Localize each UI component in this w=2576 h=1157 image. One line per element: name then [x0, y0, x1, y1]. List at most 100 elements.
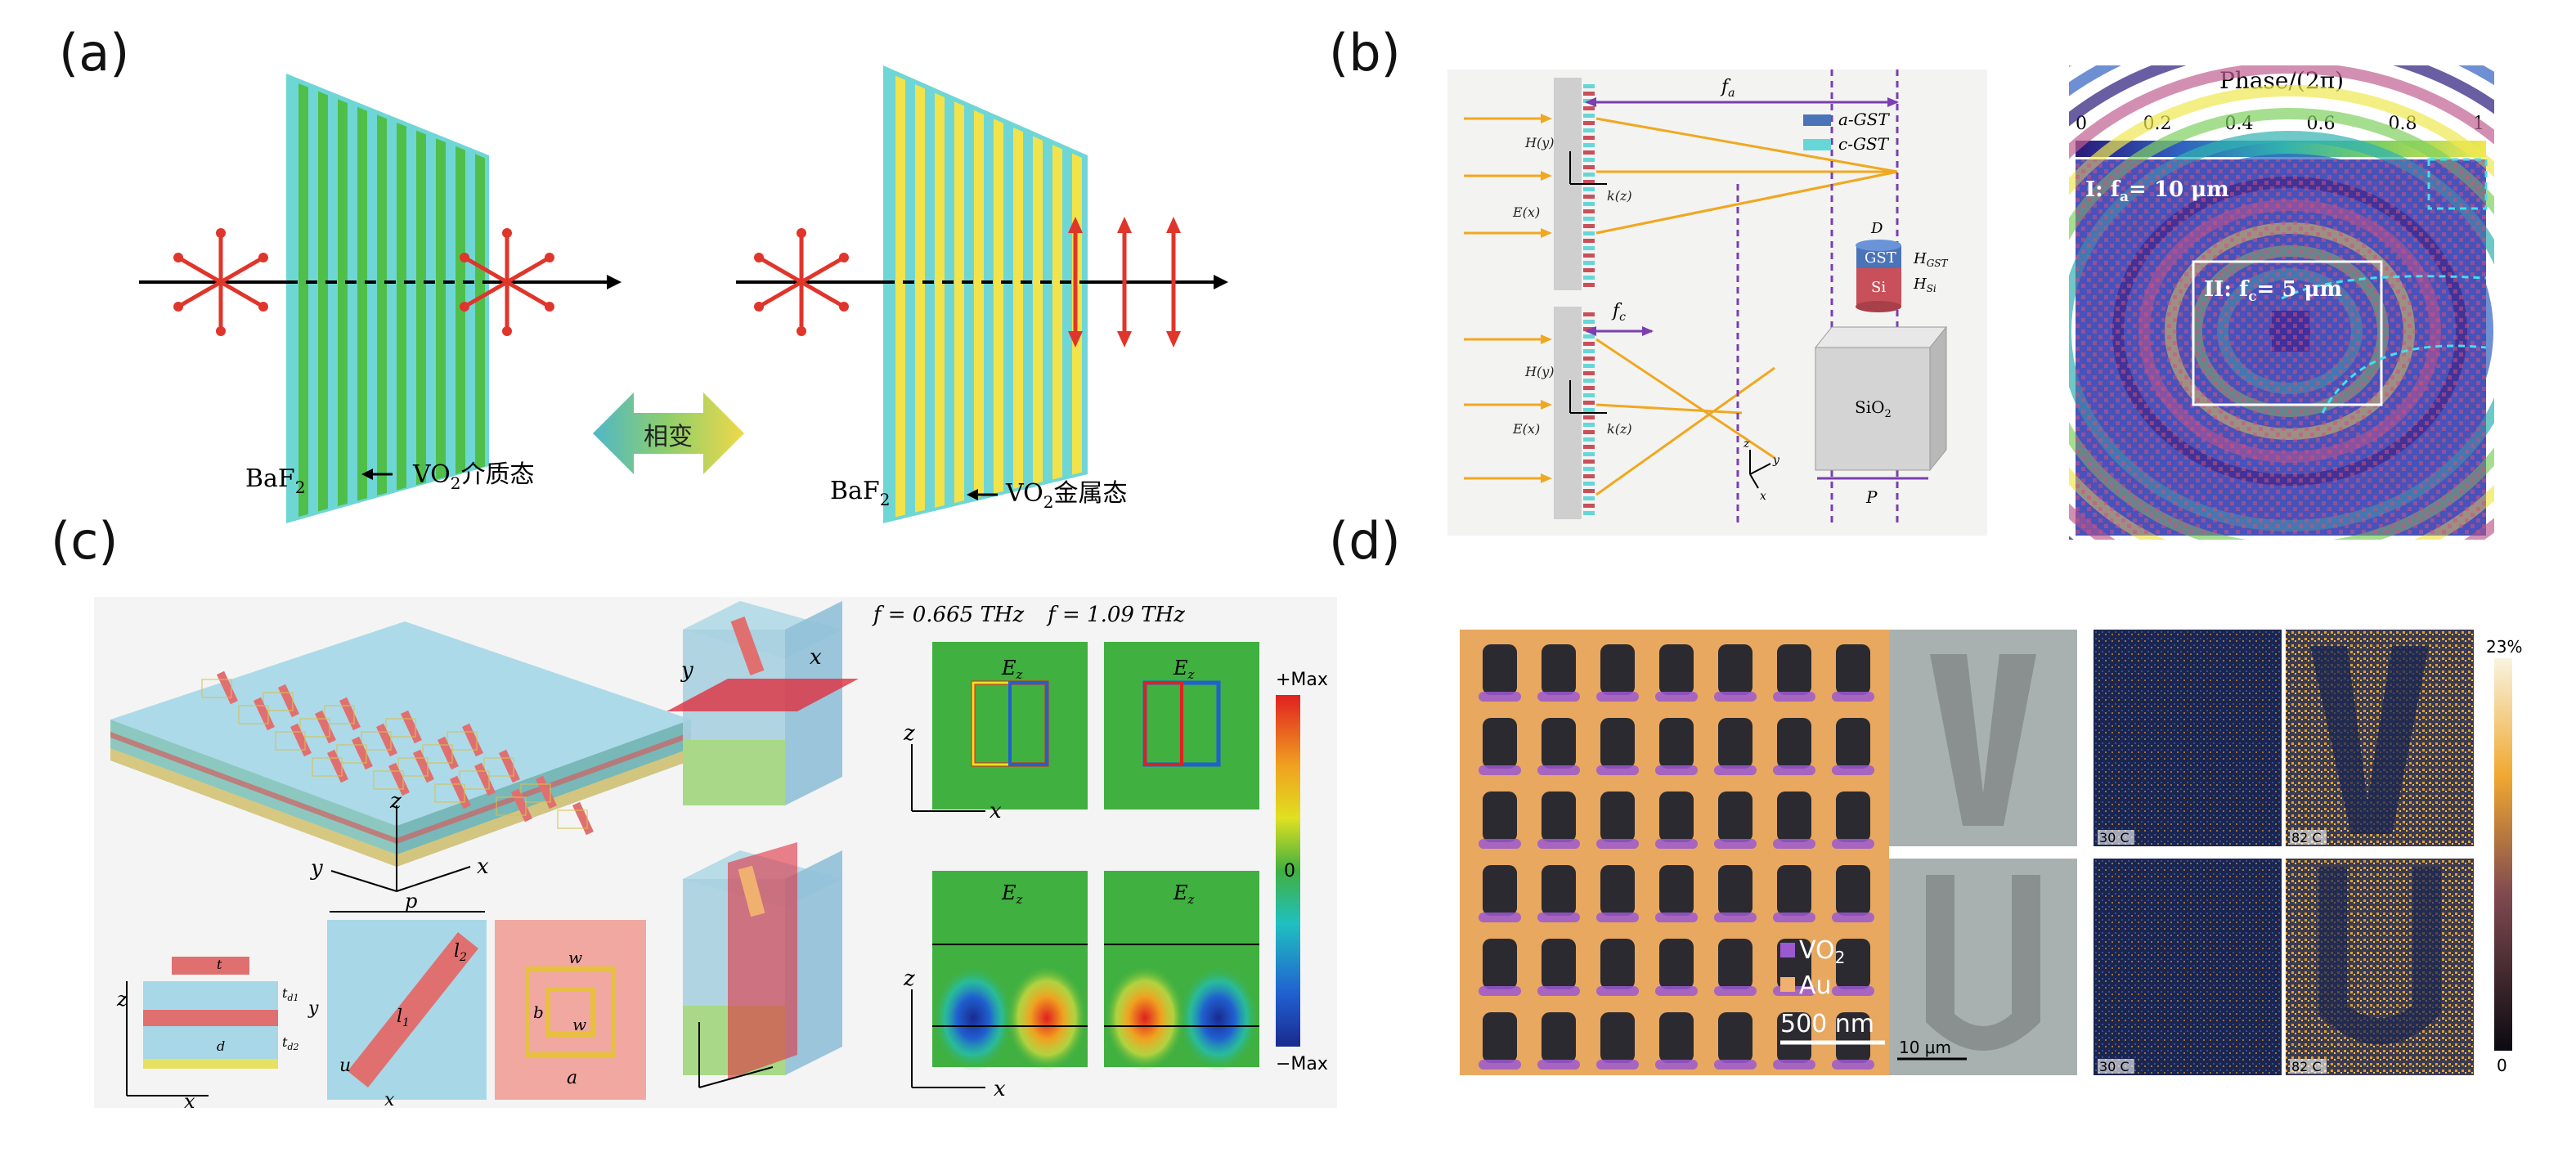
incident-light-arrows — [1464, 114, 1898, 496]
optical-image-u: 10 μm — [1889, 859, 2077, 1075]
scale-bar-500nm: 500 nm — [1780, 1010, 1874, 1038]
unit-d-label: D — [1870, 220, 1883, 237]
field-k-top: k(z) — [1607, 188, 1632, 204]
panel-c: z x y z x t d td1 td2 p l1 l2 u y x w b — [94, 597, 1337, 1108]
svg-text:td1: td1 — [282, 985, 298, 1003]
field-colorbar-zero: 0 — [1284, 861, 1295, 881]
unit-sio2-label: SiO2 — [1855, 397, 1892, 420]
reflectance-map-u-30c: 30 C — [2094, 859, 2282, 1075]
svg-text:y: y — [1772, 454, 1780, 467]
field-k-bottom: k(z) — [1607, 421, 1632, 437]
linear-polarization-icon — [1068, 217, 1181, 348]
svg-text:t: t — [217, 957, 222, 972]
reflectance-map-v-30c: 30 C — [2094, 630, 2282, 846]
substrate-label-left: BaF2 — [245, 464, 305, 497]
unpolarized-light-icon — [173, 228, 849, 336]
state-label-metallic: VO2金属态 — [1005, 479, 1127, 512]
field-map-bottom-2: Ez — [1104, 871, 1259, 1071]
metasurface-metallic — [883, 65, 1088, 523]
reflectance-map-u-82c: 82 C — [2286, 859, 2474, 1075]
unit-hgst-label: HGST — [1913, 250, 1949, 269]
legend-vo2: VO2 — [1799, 936, 1845, 967]
reflectance-colorbar-max: 23% — [2486, 637, 2522, 657]
region-ii-box — [2192, 260, 2383, 406]
panel-b-schematic: fa fc H(y) E(x) k(z) H(y) E(x) k(z) a-GS… — [1447, 70, 1987, 536]
field-e-bottom: E(x) — [1512, 421, 1540, 437]
sem-image: VO2 Au 500 nm — [1460, 630, 1889, 1075]
svg-text:z: z — [1743, 437, 1750, 451]
svg-text:y: y — [680, 658, 693, 683]
svg-text:z: z — [389, 789, 402, 814]
svg-text:x: x — [477, 854, 489, 879]
svg-text:l1: l1 — [397, 1007, 410, 1029]
field-colorbar-min: −Max — [1276, 1054, 1328, 1074]
svg-text:x: x — [384, 1090, 395, 1108]
field-h-top: H(y) — [1524, 135, 1554, 150]
region-ii-label: II: fc= 5 μm — [2204, 277, 2342, 305]
freq-label-1: f = 0.665 THz — [872, 603, 1025, 627]
optical-image-v — [1889, 630, 2077, 846]
unit-gst-label: GST — [1865, 249, 1896, 267]
svg-text:82 C: 82 C — [2291, 1059, 2322, 1074]
panel-label-d: (d) — [1329, 511, 1401, 571]
svg-text:x: x — [990, 799, 1002, 823]
svg-text:u: u — [339, 1056, 351, 1076]
svg-text:l2: l2 — [454, 941, 467, 964]
layer-cross-section: z x t d td1 td2 — [116, 957, 298, 1108]
panel-label-a: (a) — [59, 23, 130, 83]
svg-text:30 C: 30 C — [2099, 1059, 2129, 1074]
metasurface-dielectric — [286, 74, 489, 523]
field-e-top: E(x) — [1512, 204, 1540, 220]
region-i-label: I: fa= 10 μm — [2085, 177, 2229, 205]
svg-text:w: w — [572, 1015, 586, 1034]
unit-cell: GST Si D HGST HSi SiO2 P — [1814, 220, 1949, 507]
svg-text:td2: td2 — [282, 1034, 298, 1052]
svg-text:x: x — [810, 645, 822, 670]
phase-change-label: 相变 — [644, 423, 693, 451]
svg-text:x: x — [994, 1077, 1006, 1101]
phase-profile-image — [2069, 65, 2494, 540]
field-h-bottom: H(y) — [1524, 364, 1554, 379]
phase-change-arrow: 相变 — [593, 392, 744, 474]
panel-label-b: (b) — [1329, 23, 1401, 83]
svg-text:Ez: Ez — [1173, 881, 1195, 907]
array-axes: z x y — [310, 789, 489, 892]
scale-bar-10um: 10 μm — [1899, 1038, 1951, 1057]
svg-text:y: y — [310, 856, 323, 881]
field-colorbar — [1276, 695, 1300, 1047]
svg-text:x: x — [1760, 490, 1766, 503]
svg-text:w: w — [568, 948, 582, 967]
svg-text:z: z — [116, 988, 128, 1011]
cube-vertical-cut — [683, 842, 842, 1088]
reflectance-map-v-82c: 82 C — [2286, 630, 2474, 846]
reflectance-colorbar-min: 0 — [2497, 1056, 2507, 1075]
freq-label-2: f = 1.09 THz — [1046, 603, 1185, 627]
square-ring-unit: w b w a — [495, 920, 646, 1100]
svg-text:d: d — [217, 1038, 225, 1054]
svg-text:p: p — [405, 890, 417, 913]
substrate-label-right: BaF2 — [830, 477, 890, 509]
field-map-bottom-1: Ez — [932, 871, 1088, 1071]
legend-a-gst: a-GST — [1838, 110, 1890, 129]
field-colorbar-max: +Max — [1276, 670, 1328, 690]
svg-text:a: a — [567, 1068, 577, 1088]
reflectance-colorbar — [2494, 658, 2512, 1051]
axes-icon: z y x — [1743, 437, 1780, 503]
svg-text:Ez: Ez — [1001, 657, 1023, 682]
metamaterial-array — [110, 621, 691, 867]
svg-text:82 C: 82 C — [2291, 830, 2322, 845]
panel-d: VO2 Au 500 nm 10 μm 30 C 82 C 30 C 82 C — [1460, 630, 2522, 1075]
panel-a: 相变 BaF2 VO2介质态 BaF2 VO2金属态 — [139, 65, 1228, 523]
unit-si-label: Si — [1871, 279, 1886, 296]
svg-text:30 C: 30 C — [2099, 830, 2129, 845]
rod-top-view: p l1 l2 u y x — [307, 890, 487, 1108]
field-map-top-1: Ez — [932, 642, 1088, 809]
state-label-dielectric: VO2介质态 — [412, 460, 534, 493]
svg-text:x: x — [184, 1090, 195, 1108]
svg-text:Ez: Ez — [1001, 881, 1023, 907]
svg-text:z: z — [903, 966, 915, 991]
field-map-top-2: Ez — [1104, 642, 1259, 809]
cube-horizontal-cut: y x — [666, 601, 859, 805]
svg-text:y: y — [307, 998, 319, 1019]
panel-label-c: (c) — [51, 511, 119, 571]
